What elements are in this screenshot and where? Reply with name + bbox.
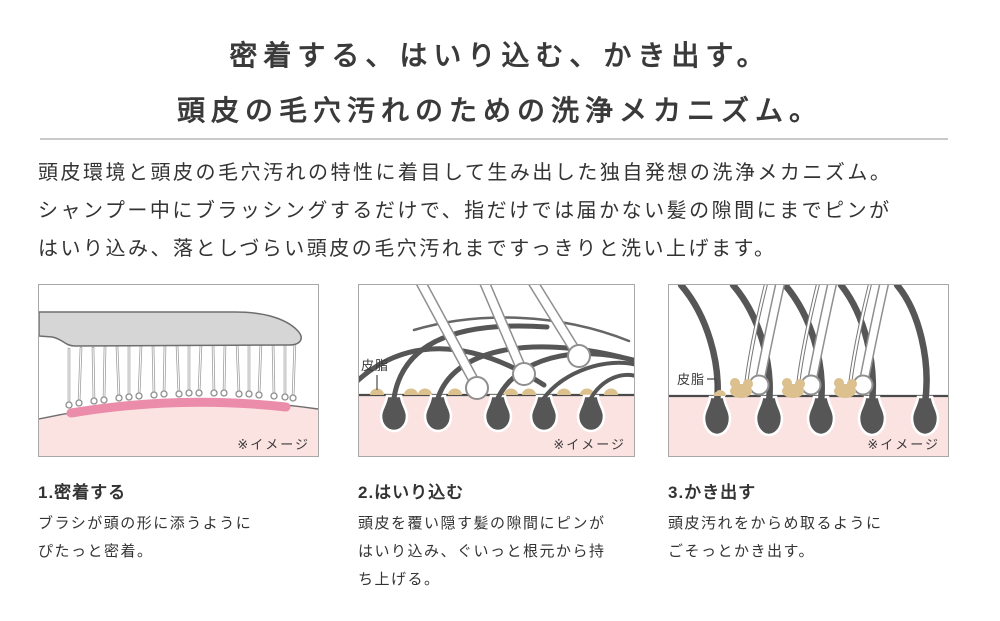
- step-body-line: 頭皮を覆い隠す髪の隙間にピンが: [358, 515, 606, 532]
- step-body-line: はいり込み、ぐいっと根元から持: [358, 543, 606, 560]
- step1-caption: 1.密着する ブラシが頭の形に添うように ぴたっと密着。: [38, 478, 338, 566]
- step2-caption: 2.はいり込む 頭皮を覆い隠す髪の隙間にピンが はいり込み、ぐいっと根元から持 …: [358, 478, 658, 594]
- sebum-label: 皮脂: [677, 372, 705, 387]
- pins-scooping-sebum-illustration: 皮脂 ※イメージ: [669, 285, 948, 456]
- sebum-blobs: [714, 378, 857, 398]
- step3-panel: 皮脂 ※イメージ: [668, 284, 949, 457]
- image-note: ※イメージ: [867, 437, 940, 452]
- step-body-line: ち上げる。: [358, 571, 441, 588]
- page-title-line-2: 頭皮の毛穴汚れのための洗浄メカニズム。: [176, 95, 823, 126]
- hairs: [359, 316, 634, 401]
- pin-ball-tips: [65, 389, 297, 409]
- page-title-line-1: 密着する、はいり込む、かき出す。: [229, 40, 771, 71]
- brush-handle: [39, 311, 302, 347]
- intro-line: はいり込み、落としづらい頭皮の毛穴汚れまですっきりと洗い上げます。: [38, 238, 777, 260]
- thin-lifted-hairs: [744, 285, 872, 387]
- step-heading: 3.かき出す: [668, 483, 757, 502]
- step3-caption: 3.かき出す 頭皮汚れをからめ取るように ごそっとかき出す。: [668, 478, 968, 566]
- sebum-pointer-line: [707, 378, 717, 392]
- step-body-line: ぴたっと密着。: [38, 543, 154, 560]
- image-note: ※イメージ: [553, 437, 626, 452]
- hair-follicles: [379, 394, 606, 433]
- hairs: [677, 285, 930, 407]
- hair-follicles: [702, 395, 940, 437]
- brush-contact-illustration: ※イメージ: [39, 311, 318, 456]
- divider: [40, 138, 948, 140]
- brush-pins: [748, 285, 890, 396]
- pins-entering-hair-illustration: 皮脂 ※イメージ: [359, 285, 634, 456]
- step-heading: 2.はいり込む: [358, 483, 465, 502]
- intro-line: 頭皮環境と頭皮の毛穴汚れの特性に着目して生み出した独自発想の洗浄メカニズム。: [38, 162, 893, 184]
- step-body-line: ごそっとかき出す。: [668, 543, 816, 560]
- intro-line: シャンプー中にブラッシングするだけで、指だけでは届かない髪の隙間にまでピンが: [38, 200, 892, 222]
- step2-panel: 皮脂 ※イメージ: [358, 284, 635, 457]
- brush-pins: [415, 285, 591, 400]
- step1-panel: ※イメージ: [38, 284, 319, 457]
- image-note: ※イメージ: [237, 437, 310, 452]
- sebum-label: 皮脂: [361, 358, 389, 373]
- step-body-line: 頭皮汚れをからめ取るように: [668, 515, 883, 532]
- step-body-line: ブラシが頭の形に添うように: [38, 515, 253, 532]
- intro-paragraph: 頭皮環境と頭皮の毛穴汚れの特性に着目して生み出した独自発想の洗浄メカニズム。 シ…: [38, 154, 892, 268]
- step-heading: 1.密着する: [38, 483, 127, 502]
